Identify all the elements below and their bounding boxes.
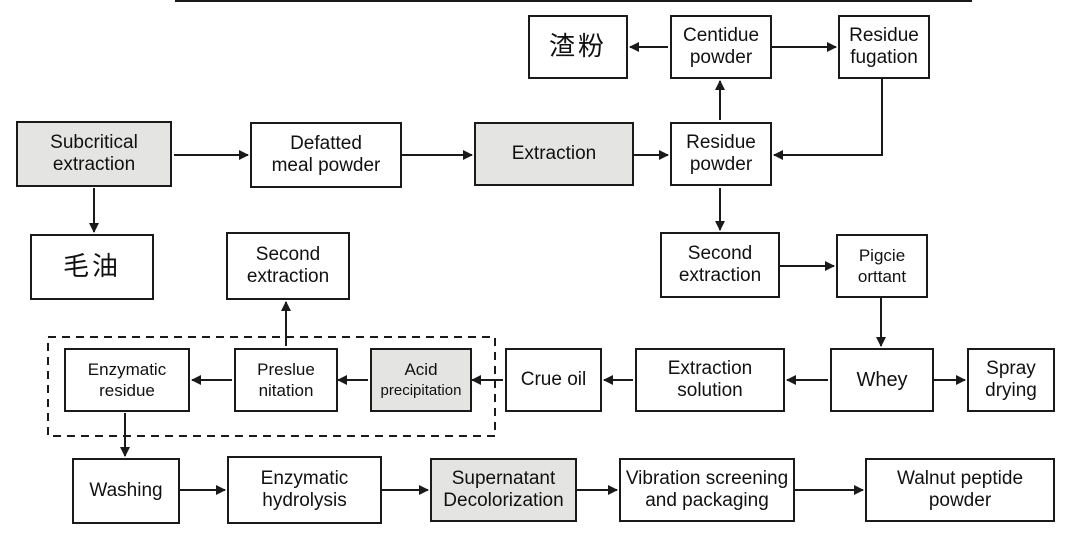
centidue-powder-line2: powder	[689, 47, 753, 68]
pigcie-orttant-box: Pigcie orttant	[836, 234, 928, 298]
spray-drying-box: Spray drying	[967, 348, 1055, 412]
residue-fugation-line1: Residue	[849, 25, 919, 46]
extraction-box: Extraction	[474, 122, 634, 186]
enzymatic-hydrolysis-line1: Enzymatic	[260, 468, 349, 489]
defatted-meal-powder-line2: meal powder	[271, 155, 381, 176]
extraction-label: Extraction	[511, 143, 597, 164]
maoyou-box: 毛油	[30, 234, 154, 300]
preslue-nitation-line2: nitation	[258, 381, 314, 400]
vibration-screening-line2: and packaging	[645, 490, 769, 511]
zhafen-box: 渣粉	[528, 15, 628, 79]
dashed-group-border	[47, 336, 496, 437]
acid-precipitation-line2: precipitation	[380, 382, 462, 399]
whey-box: Whey	[830, 348, 934, 412]
arrow-fugation-to-residue	[773, 79, 883, 160]
supernatant-decolorization-line2: Decolorization	[443, 490, 564, 511]
washing-label: Washing	[89, 480, 163, 501]
zhafen-label: 渣粉	[548, 32, 607, 62]
crue-oil-label: Crue oil	[520, 369, 587, 390]
acid-precipitation-line1: Acid	[404, 360, 438, 379]
second-extraction-right-box: Second extraction	[660, 232, 780, 298]
whey-label: Whey	[856, 369, 908, 391]
pigcie-orttant-line2: orttant	[857, 267, 907, 286]
crue-oil-box: Crue oil	[505, 348, 602, 412]
vibration-screening-line1: Vibration screening	[625, 468, 789, 489]
walnut-peptide-powder-line1: Walnut peptide	[896, 468, 1024, 489]
vibration-screening-box: Vibration screening and packaging	[619, 458, 795, 522]
walnut-peptide-powder-line2: powder	[928, 490, 992, 511]
enzymatic-residue-line2: residue	[99, 381, 155, 400]
subcritical-extraction-line1: Subcritical	[50, 132, 138, 153]
second-extraction-left-line1: Second	[255, 244, 321, 265]
preslue-nitation-line1: Preslue	[257, 360, 315, 379]
residue-powder-box: Residue powder	[670, 122, 772, 186]
spray-drying-line1: Spray	[986, 358, 1036, 379]
centidue-powder-line1: Centidue	[682, 25, 760, 46]
pigcie-orttant-line1: Pigcie	[858, 246, 906, 265]
subcritical-extraction-line2: extraction	[52, 154, 136, 175]
second-extraction-left-line2: extraction	[246, 266, 330, 287]
maoyou-label: 毛油	[62, 252, 121, 282]
defatted-meal-powder-line1: Defatted	[290, 133, 362, 154]
extraction-solution-box: Extraction solution	[635, 348, 785, 412]
subcritical-extraction-box: Subcritical extraction	[16, 121, 172, 187]
enzymatic-hydrolysis-line2: hydrolysis	[262, 490, 347, 511]
supernatant-decolorization-line1: Supernatant	[451, 468, 556, 489]
residue-fugation-box: Residue fugation	[838, 15, 930, 79]
supernatant-decolorization-box: Supernatant Decolorization	[430, 458, 577, 522]
enzymatic-residue-line1: Enzymatic	[87, 360, 167, 379]
enzymatic-residue-box: Enzymatic residue	[64, 348, 190, 412]
centidue-powder-box: Centidue powder	[670, 15, 772, 79]
residue-powder-line2: powder	[689, 154, 753, 175]
washing-box: Washing	[72, 458, 180, 524]
residue-powder-line1: Residue	[686, 132, 756, 153]
walnut-peptide-powder-box: Walnut peptide powder	[865, 458, 1055, 522]
preslue-nitation-box: Preslue nitation	[234, 348, 338, 412]
acid-precipitation-box: Acid precipitation	[370, 348, 472, 412]
extraction-solution-line1: Extraction	[667, 358, 753, 379]
second-extraction-right-line2: extraction	[678, 265, 762, 286]
extraction-solution-line2: solution	[677, 380, 743, 401]
enzymatic-hydrolysis-box: Enzymatic hydrolysis	[227, 456, 382, 524]
spray-drying-line2: drying	[985, 380, 1037, 401]
second-extraction-left-box: Second extraction	[226, 232, 350, 300]
second-extraction-right-line1: Second	[687, 243, 753, 264]
defatted-meal-powder-box: Defatted meal powder	[250, 122, 402, 188]
residue-fugation-line2: fugation	[850, 47, 918, 68]
